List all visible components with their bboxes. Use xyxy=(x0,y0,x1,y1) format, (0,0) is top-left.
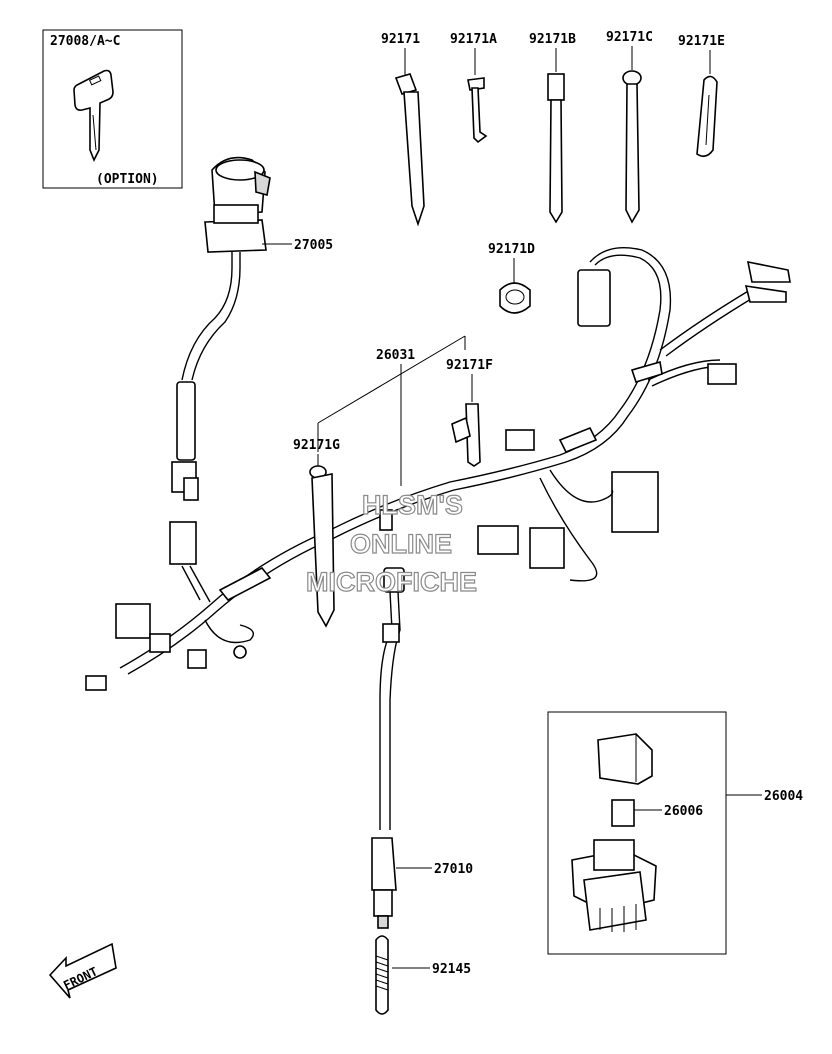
callout-92171: 92171 xyxy=(381,32,420,47)
ignition-switch: 27005 xyxy=(171,156,333,501)
watermark: HLSM'S ONLINE MICROFICHE xyxy=(305,489,477,597)
callout-27008: 27008/A~C xyxy=(50,34,120,49)
relay-box: 26004 26006 xyxy=(547,711,803,955)
callout-92171b: 92171B xyxy=(529,32,576,47)
tie-92171c: 92171C xyxy=(606,30,653,224)
tie-92171: 92171 xyxy=(381,32,425,227)
callout-92145: 92145 xyxy=(432,962,471,977)
callout-27005: 27005 xyxy=(294,238,333,253)
watermark-line-2: ONLINE xyxy=(350,529,452,559)
callout-92171f: 92171F xyxy=(446,358,493,373)
callout-26006: 26006 xyxy=(664,804,703,819)
sensor-lead: 27010 xyxy=(371,509,473,929)
key-icon xyxy=(73,69,114,162)
clamp-92171d: 92171D xyxy=(488,242,535,314)
tie-92171e: 92171E xyxy=(678,34,725,158)
watermark-line-3: MICROFICHE xyxy=(306,567,477,597)
key-option-box: 27008/A~C (OPTION) xyxy=(42,29,183,189)
callout-92171e: 92171E xyxy=(678,34,725,49)
callout-92171a: 92171A xyxy=(450,32,497,47)
spring-92145: 92145 xyxy=(375,935,471,1015)
callout-option-note: (OPTION) xyxy=(96,172,159,187)
callout-92171c: 92171C xyxy=(606,30,653,45)
callout-27010: 27010 xyxy=(434,862,473,877)
main-harness: 26031 xyxy=(85,247,791,691)
callout-92171d: 92171D xyxy=(488,242,535,257)
tie-92171g: 92171G xyxy=(293,438,340,628)
callout-26004: 26004 xyxy=(764,789,803,804)
callout-26031: 26031 xyxy=(376,348,415,363)
callout-92171g: 92171G xyxy=(293,438,340,453)
front-arrow-icon: FRONT xyxy=(48,942,117,999)
tie-92171b: 92171B xyxy=(529,32,576,224)
tie-92171f: 92171F xyxy=(446,358,493,467)
tie-92171a: 92171A xyxy=(450,32,497,144)
watermark-line-1: HLSM'S xyxy=(362,490,463,520)
